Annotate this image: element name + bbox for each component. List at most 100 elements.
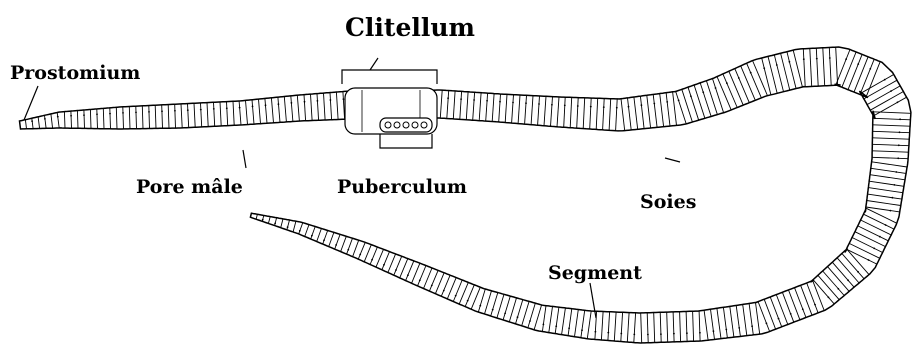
seta-dot bbox=[359, 254, 361, 256]
seta-dot bbox=[778, 318, 780, 320]
seta-dot bbox=[616, 107, 618, 109]
seta-dot bbox=[407, 274, 409, 276]
seta-dot bbox=[673, 333, 675, 335]
seta-dot bbox=[884, 79, 886, 81]
seta-dot bbox=[803, 58, 805, 60]
seta-dot bbox=[383, 264, 385, 266]
seta-dot bbox=[517, 316, 519, 318]
seta-dot bbox=[690, 95, 692, 97]
label-segment: Segment bbox=[548, 262, 642, 284]
seta-dot bbox=[371, 259, 373, 261]
segment-ring bbox=[77, 111, 78, 129]
seta-dot bbox=[323, 239, 325, 241]
seta-dot bbox=[287, 226, 289, 228]
seta-dot bbox=[897, 157, 899, 159]
label-puberculum: Puberculum bbox=[337, 176, 467, 198]
pore-male-leader bbox=[243, 150, 246, 168]
seta-dot bbox=[343, 98, 345, 100]
seta-dot bbox=[892, 197, 894, 199]
seta-dot bbox=[620, 333, 622, 335]
seta-dot bbox=[873, 248, 875, 250]
seta-dot bbox=[274, 223, 276, 225]
seta-dot bbox=[666, 101, 668, 103]
seta-dot bbox=[581, 329, 583, 331]
seta-dot bbox=[885, 224, 887, 226]
seta-dot bbox=[395, 269, 397, 271]
seta-dot bbox=[161, 110, 163, 112]
seta-dot bbox=[330, 99, 332, 101]
seta-dot bbox=[239, 107, 241, 109]
seta-dot bbox=[699, 332, 701, 334]
seta-dot bbox=[83, 114, 85, 116]
seta-dot bbox=[899, 118, 901, 120]
seta-dot bbox=[174, 110, 176, 112]
seta-dot bbox=[869, 68, 871, 70]
seta-dot bbox=[628, 106, 630, 108]
seta-dot bbox=[564, 105, 566, 107]
seta-dot bbox=[504, 313, 506, 315]
clitellum-bracket bbox=[342, 58, 437, 84]
seta-dot bbox=[335, 244, 337, 246]
soies-leader bbox=[665, 158, 680, 162]
seta-dot bbox=[702, 91, 704, 93]
seta-dot bbox=[725, 329, 727, 331]
seta-dot bbox=[603, 106, 605, 108]
segment-ring bbox=[84, 110, 85, 128]
seta-dot bbox=[816, 58, 818, 60]
label-pore-male: Pore mâle bbox=[136, 176, 243, 198]
seta-dot bbox=[890, 90, 892, 92]
seta-dot bbox=[512, 102, 514, 104]
seta-dot bbox=[467, 300, 469, 302]
seta-dot bbox=[278, 103, 280, 105]
seta-dot bbox=[641, 104, 643, 106]
seta-dot bbox=[57, 116, 59, 118]
seta-dot bbox=[828, 296, 830, 298]
seta-dot bbox=[837, 288, 839, 290]
seta-dot bbox=[226, 107, 228, 109]
segment-ring bbox=[71, 111, 72, 128]
label-prostomium: Prostomium bbox=[10, 62, 140, 84]
seta-dot bbox=[789, 61, 791, 63]
seta-dot bbox=[443, 290, 445, 292]
seta-dot bbox=[311, 235, 313, 237]
seta-dot bbox=[213, 108, 215, 110]
seta-dot bbox=[555, 325, 557, 327]
seta-dot bbox=[763, 67, 765, 69]
seta-dot bbox=[750, 72, 752, 74]
seta-dot bbox=[486, 100, 488, 102]
seta-dot bbox=[447, 97, 449, 99]
segment-ring bbox=[64, 112, 65, 129]
seta-dot bbox=[829, 57, 831, 59]
seta-dot bbox=[895, 171, 897, 173]
seta-dot bbox=[802, 308, 804, 310]
seta-dot bbox=[857, 271, 859, 273]
seta-dot bbox=[738, 327, 740, 329]
seta-dot bbox=[304, 101, 306, 103]
seta-dot bbox=[715, 87, 717, 89]
seta-dot bbox=[135, 112, 137, 114]
seta-dot bbox=[455, 295, 457, 297]
seta-dot bbox=[299, 230, 301, 232]
seta-dot bbox=[607, 332, 609, 334]
seta-dot bbox=[419, 279, 421, 281]
seta-dot bbox=[897, 101, 899, 103]
seta-dot bbox=[291, 102, 293, 104]
seta-dot bbox=[499, 101, 501, 103]
puberculum-bumps bbox=[380, 118, 432, 132]
seta-dot bbox=[879, 236, 881, 238]
seta-dot bbox=[647, 334, 649, 336]
seta-dot bbox=[847, 279, 849, 281]
seta-dot bbox=[148, 111, 150, 113]
seta-dot bbox=[473, 99, 475, 101]
seta-dot bbox=[187, 109, 189, 111]
seta-dot bbox=[894, 184, 896, 186]
seta-dot bbox=[568, 327, 570, 329]
seta-dot bbox=[529, 320, 531, 322]
label-soies: Soies bbox=[640, 191, 696, 213]
seta-dot bbox=[868, 259, 870, 261]
seta-dot bbox=[479, 305, 481, 307]
seta-dot bbox=[96, 113, 98, 115]
seta-dot bbox=[109, 113, 111, 115]
